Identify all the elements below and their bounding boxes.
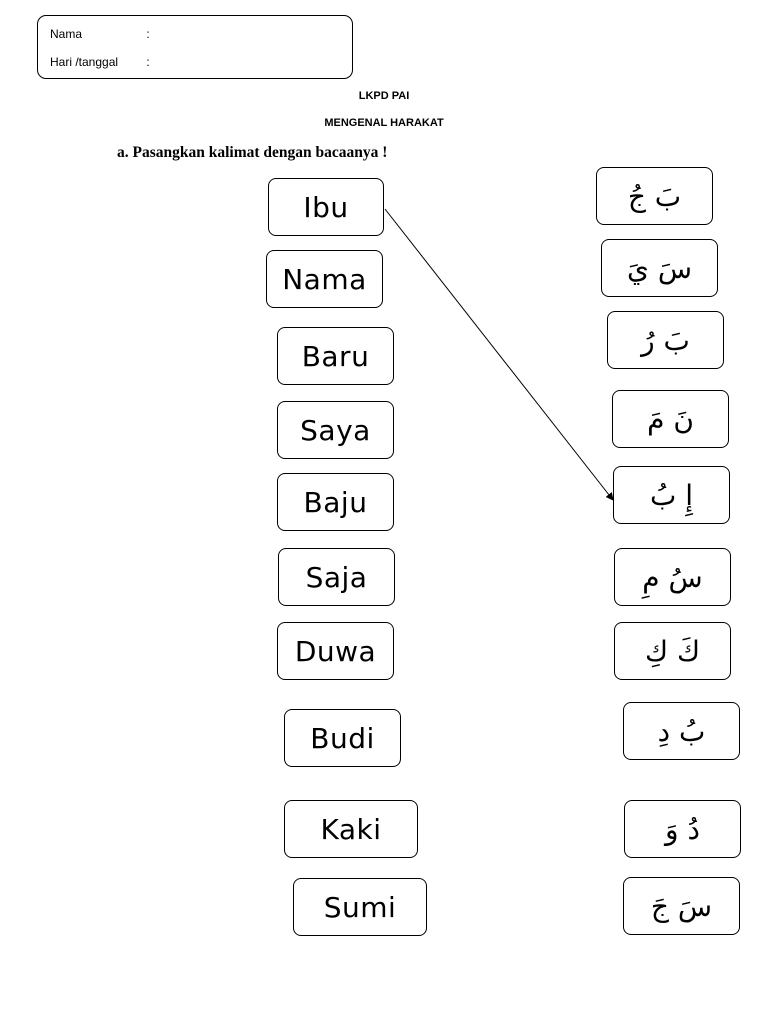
word-label: Saja xyxy=(305,560,368,594)
arabic-box-8[interactable]: بُ دِ xyxy=(623,702,740,760)
word-box-budi[interactable]: Budi xyxy=(284,709,401,767)
date-row: Hari /tanggal : xyxy=(50,55,150,69)
word-box-saja[interactable]: Saja xyxy=(278,548,395,606)
example-connection-line xyxy=(384,208,614,501)
arabic-box-9[interactable]: دُ وَ xyxy=(624,800,741,858)
arabic-label: بُ دِ xyxy=(657,714,706,748)
word-box-saya[interactable]: Saya xyxy=(277,401,394,459)
word-box-kaki[interactable]: Kaki xyxy=(284,800,418,858)
arabic-label: دُ وَ xyxy=(665,812,700,846)
arabic-label: سُ مِ xyxy=(642,560,703,594)
arabic-box-10[interactable]: سَ جَ xyxy=(623,877,740,935)
word-label: Sumi xyxy=(323,890,397,924)
arabic-box-7[interactable]: كَ كِ xyxy=(614,622,731,680)
arabic-label: بَ رُ xyxy=(641,323,690,357)
page-subtitle: MENGENAL HARAKAT xyxy=(324,117,444,129)
word-label: Baru xyxy=(301,339,370,373)
date-label: Hari /tanggal xyxy=(50,55,119,69)
arabic-label: كَ كِ xyxy=(644,634,701,668)
word-label: Duwa xyxy=(294,634,377,668)
identity-box: Nama : Hari /tanggal : xyxy=(37,15,353,79)
instruction-text: a. Pasangkan kalimat dengan bacaanya ! xyxy=(117,144,388,161)
arabic-box-6[interactable]: سُ مِ xyxy=(614,548,731,606)
page-title: LKPD PAI xyxy=(358,90,410,102)
arabic-label: نَ مَ xyxy=(647,402,694,436)
arabic-label: سَ يَ xyxy=(627,251,692,285)
name-colon: : xyxy=(146,27,150,41)
arabic-box-1[interactable]: بَ جُ xyxy=(596,167,713,225)
word-box-baru[interactable]: Baru xyxy=(277,327,394,385)
word-box-duwa[interactable]: Duwa xyxy=(277,622,394,680)
word-box-baju[interactable]: Baju xyxy=(277,473,394,531)
word-box-ibu[interactable]: Ibu xyxy=(268,178,384,236)
name-row: Nama : xyxy=(50,27,150,41)
word-label: Baju xyxy=(303,485,368,519)
arabic-label: إِ بُ xyxy=(649,478,694,512)
arabic-label: سَ جَ xyxy=(650,889,713,923)
word-label: Kaki xyxy=(320,812,382,846)
name-label: Nama xyxy=(50,27,83,41)
arabic-box-4[interactable]: نَ مَ xyxy=(612,390,729,448)
word-label: Ibu xyxy=(303,190,349,224)
arabic-box-3[interactable]: بَ رُ xyxy=(607,311,724,369)
word-label: Budi xyxy=(310,721,375,755)
word-box-sumi[interactable]: Sumi xyxy=(293,878,427,936)
word-label: Saya xyxy=(300,413,371,447)
date-colon: : xyxy=(146,55,150,69)
arabic-label: بَ جُ xyxy=(627,179,682,213)
arabic-box-2[interactable]: سَ يَ xyxy=(601,239,718,297)
word-box-nama[interactable]: Nama xyxy=(266,250,383,308)
word-label: Nama xyxy=(282,262,367,296)
